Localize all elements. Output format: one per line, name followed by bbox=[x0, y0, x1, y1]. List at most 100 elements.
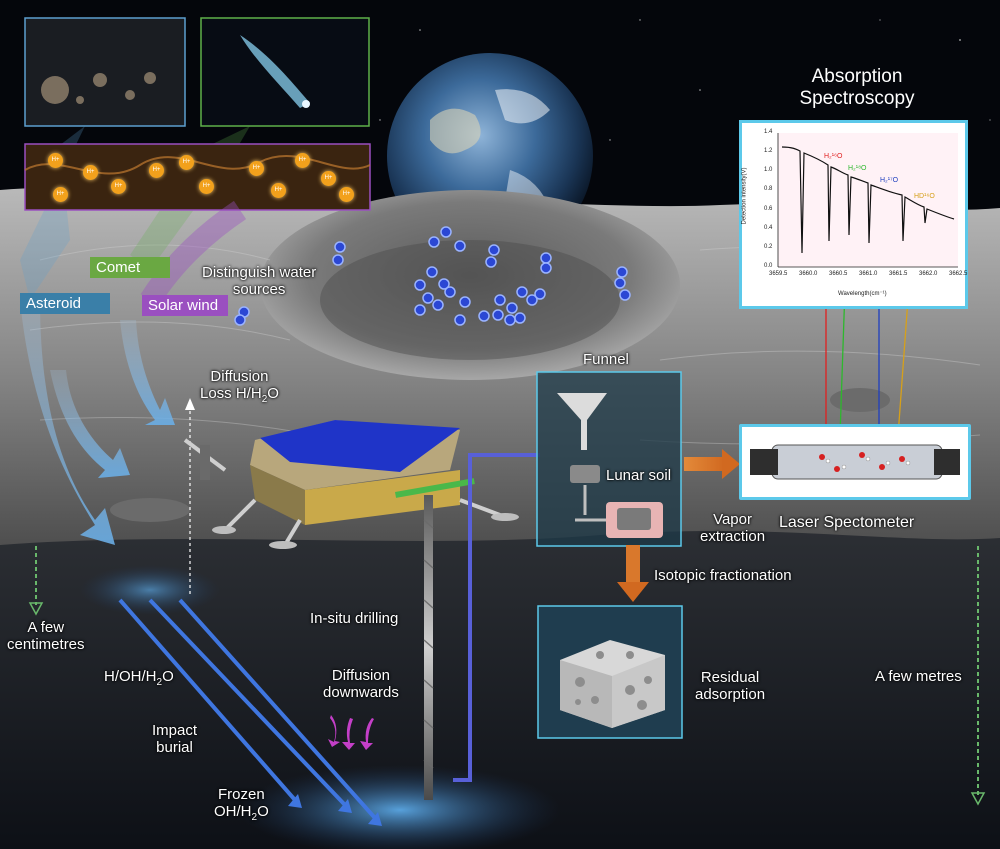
isotopic-fractionation-label: Isotopic fractionation bbox=[654, 567, 792, 584]
spectrum-y-tick: 0.4 bbox=[764, 224, 773, 231]
proton-ball: H+ bbox=[249, 161, 264, 176]
peak-label-h2-16o: H₂¹⁶O bbox=[824, 153, 843, 160]
solar-wind-box bbox=[24, 143, 371, 211]
water-molecule-dot bbox=[540, 252, 552, 264]
water-molecule-dot bbox=[616, 266, 628, 278]
residual-line2: adsorption bbox=[695, 686, 766, 703]
spectrum-ylabel: Detection intensity(V) bbox=[741, 167, 748, 225]
distinguish-sources-label: Distinguish water sources bbox=[202, 264, 316, 298]
frozen-text: OH/H bbox=[214, 803, 252, 820]
water-molecule-dot bbox=[526, 294, 538, 306]
absorption-spectrum-chart: H₂¹⁶O H₂¹⁸O H₂¹⁷O HD¹⁶O Detection intens… bbox=[739, 120, 968, 309]
diffusion-loss-o: O bbox=[267, 385, 279, 402]
spectrum-y-tick: 0.8 bbox=[764, 186, 773, 193]
in-situ-drilling-label: In-situ drilling bbox=[310, 610, 399, 627]
spectrum-x-tick: 3660.0 bbox=[799, 271, 818, 277]
impact-burial-arrows bbox=[118, 598, 382, 826]
spectrum-x-tick: 3661.5 bbox=[889, 271, 908, 277]
water-molecule-dot bbox=[414, 304, 426, 316]
frozen-ice-deposit bbox=[240, 765, 560, 849]
proton-ball: H+ bbox=[53, 187, 68, 202]
incoming-flux-arrows bbox=[20, 300, 175, 545]
water-molecule-dot bbox=[454, 314, 466, 326]
h-oh-o: O bbox=[162, 668, 174, 685]
vapor-line2: extraction bbox=[700, 528, 766, 545]
lunar-soil-label: Lunar soil bbox=[606, 467, 672, 484]
diffusion-loss-sub: 2 bbox=[261, 394, 268, 405]
diffusion-down-line1: Diffusion bbox=[331, 667, 390, 684]
drill-rod bbox=[424, 495, 433, 800]
spectrum-y-tick: 0.0 bbox=[764, 263, 773, 269]
diffusion-loss-arrowhead bbox=[185, 398, 195, 410]
spectrum-y-tick: 1.4 bbox=[764, 129, 773, 135]
proton-ball: H+ bbox=[321, 171, 336, 186]
spectrum-x-tick: 3662.5 bbox=[949, 271, 968, 277]
impact-line2: burial bbox=[156, 739, 193, 756]
water-molecule-dot bbox=[506, 302, 518, 314]
water-molecule-dot bbox=[432, 299, 444, 311]
soil-container-icon bbox=[570, 465, 600, 483]
diffusion-loss-line2: Loss H/H2O bbox=[200, 385, 279, 408]
residual-line1: Residual bbox=[700, 669, 760, 686]
water-molecule-dot bbox=[440, 226, 452, 238]
water-molecule-dot bbox=[428, 236, 440, 248]
distinguish-line1: Distinguish water bbox=[202, 264, 317, 281]
isotopic-fractionation-arrow bbox=[617, 545, 649, 602]
water-molecule-dot bbox=[485, 256, 497, 268]
spectrum-x-tick: 3659.5 bbox=[769, 271, 788, 277]
spectrum-y-tick: 1.2 bbox=[764, 148, 773, 155]
spectroscopy-title: Absorption Spectroscopy bbox=[757, 66, 957, 110]
few-centimetres-label: A few centimetres bbox=[7, 619, 85, 653]
spectrum-x-tick: 3661.0 bbox=[859, 271, 878, 277]
asteroid-tag: Asteroid bbox=[20, 293, 110, 314]
asteroid-rocks bbox=[41, 72, 156, 104]
frozen-line1: Frozen bbox=[218, 786, 265, 803]
lander bbox=[183, 420, 519, 549]
impact-burial-label: Impact burial bbox=[152, 722, 197, 756]
spectrum-x-tick: 3662.0 bbox=[919, 271, 938, 277]
funnel-icon bbox=[557, 393, 607, 450]
vapor-extraction-label: Vapor extraction bbox=[700, 511, 765, 545]
proton-ball: H+ bbox=[295, 153, 310, 168]
water-molecule-dot bbox=[414, 279, 426, 291]
h-oh-h2o-label: H/OH/H2O bbox=[104, 668, 174, 691]
asteroid-image-box bbox=[24, 17, 186, 127]
water-molecule-dot bbox=[332, 254, 344, 266]
water-molecule-dot bbox=[444, 286, 456, 298]
funnel-label: Funnel bbox=[583, 351, 629, 368]
vapor-line1: Vapor bbox=[713, 511, 752, 528]
proton-ball: H+ bbox=[83, 165, 98, 180]
water-molecule-dot bbox=[516, 286, 528, 298]
diffusion-loss-line1: Diffusion bbox=[210, 368, 269, 385]
few-metres-label: A few metres bbox=[875, 668, 962, 685]
few-cm-line2: centimetres bbox=[7, 636, 85, 653]
spectrum-y-tick: 1.0 bbox=[764, 167, 773, 174]
solar-panel bbox=[260, 420, 460, 472]
water-molecule-dot bbox=[504, 314, 516, 326]
distinguish-line2: sources bbox=[232, 281, 286, 298]
water-molecule-dot bbox=[540, 262, 552, 274]
water-molecule-dot bbox=[514, 312, 526, 324]
proton-ball: H+ bbox=[111, 179, 126, 194]
laser-tube-svg bbox=[750, 444, 960, 480]
spectrum-trace bbox=[781, 146, 955, 254]
spectrum-x-tick: 3660.5 bbox=[829, 271, 848, 277]
diffusion-downwards-arrows bbox=[328, 715, 374, 750]
comet-tail bbox=[240, 35, 310, 108]
diffusion-downwards-label: Diffusion downwards bbox=[323, 667, 399, 701]
water-molecule-dot bbox=[614, 277, 626, 289]
comet-image-box bbox=[200, 17, 370, 127]
porous-material-icon bbox=[560, 640, 665, 728]
water-molecule-dot bbox=[334, 241, 346, 253]
frozen-sub: 2 bbox=[251, 812, 258, 823]
water-molecule-dot bbox=[494, 294, 506, 306]
spectroscopy-title-line1: Absorption bbox=[811, 66, 903, 87]
spectrum-y-tick: 0.6 bbox=[764, 205, 773, 212]
sample-transfer-pipe bbox=[453, 453, 540, 782]
water-molecule-dot bbox=[234, 314, 246, 326]
shallow-ice bbox=[80, 565, 220, 615]
frozen-o: O bbox=[257, 803, 269, 820]
water-molecule-dot bbox=[488, 244, 500, 256]
h-oh-text: H/OH/H bbox=[104, 668, 157, 685]
